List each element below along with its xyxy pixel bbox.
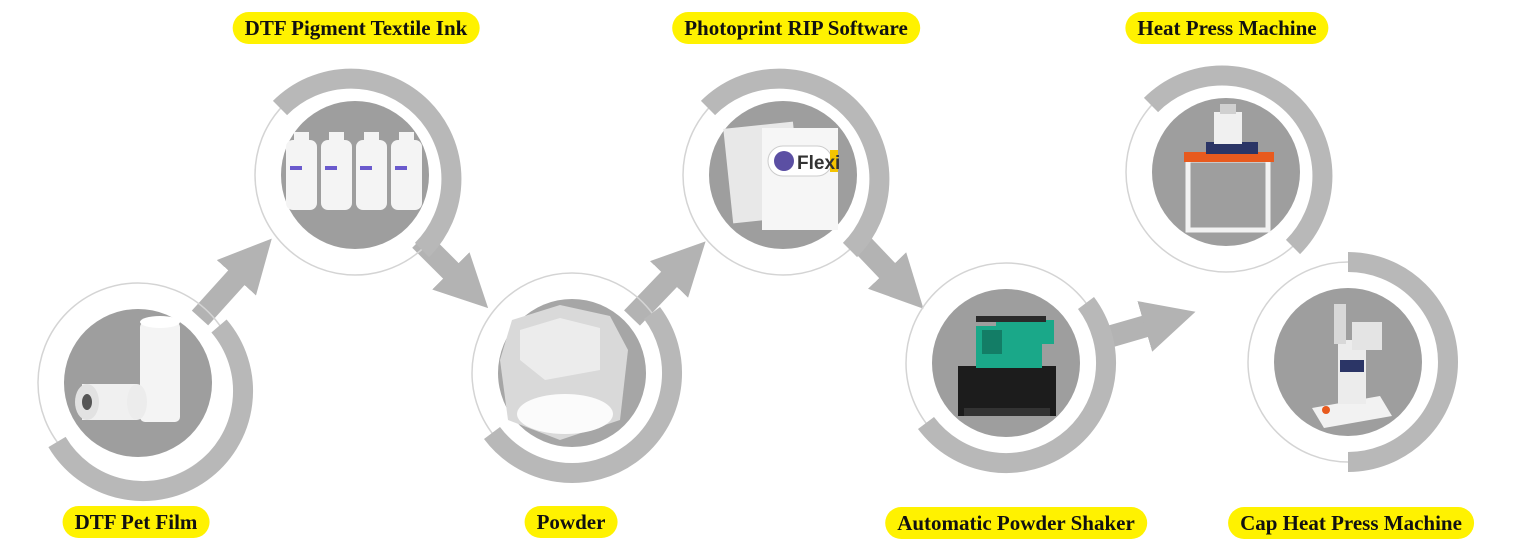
- node-shaker: [905, 262, 1116, 473]
- label-dtf-pigment-textile-ink: DTF Pigment Textile Ink: [232, 12, 480, 44]
- label-dtf-pet-film: DTF Pet Film: [62, 506, 210, 538]
- cap-press-icon: [1312, 304, 1392, 428]
- label-cap-heat-press-machine: Cap Heat Press Machine: [1228, 507, 1474, 539]
- film-roll-icon: [75, 316, 180, 422]
- arrow-powder-to-rip: [624, 241, 706, 326]
- label-photoprint-rip-software: Photoprint RIP Software: [672, 12, 920, 44]
- arrow-film-to-ink: [191, 238, 272, 326]
- powder-shaker-icon: [958, 316, 1056, 416]
- node-heatpress: [1125, 65, 1333, 273]
- node-cappress: [1247, 252, 1458, 472]
- package-brand-text: Flexi: [797, 153, 840, 174]
- ink-bottles-icon: [286, 132, 422, 210]
- node-rip: Flexi: [682, 68, 890, 276]
- node-powder: [471, 272, 682, 483]
- heat-press-icon: [1184, 104, 1274, 233]
- powder-bag-icon: [500, 305, 628, 440]
- software-package-icon: Flexi: [723, 121, 840, 230]
- label-powder: Powder: [524, 506, 618, 538]
- node-film: [37, 282, 253, 501]
- label-automatic-powder-shaker: Automatic Powder Shaker: [885, 507, 1147, 539]
- node-ink: [254, 68, 462, 276]
- label-heat-press-machine: Heat Press Machine: [1125, 12, 1329, 44]
